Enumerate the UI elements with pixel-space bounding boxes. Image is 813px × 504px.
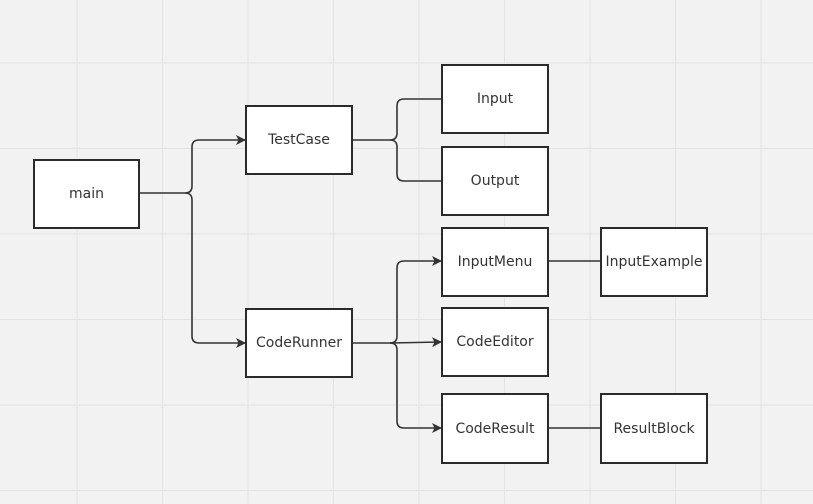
node-inputexample[interactable]: InputExample <box>600 227 708 297</box>
node-main-label: main <box>69 186 104 202</box>
edge-testcase-to-output <box>389 139 441 182</box>
node-coderesult[interactable]: CodeResult <box>441 393 549 464</box>
node-coderesult-label: CodeResult <box>455 420 535 437</box>
edge-testcase-to-input <box>352 98 441 141</box>
node-codeeditor[interactable]: CodeEditor <box>441 307 549 377</box>
edge-coderunner-to-coderesult <box>389 342 442 433</box>
node-input-label: Input <box>476 91 514 107</box>
node-output[interactable]: Output <box>441 146 549 216</box>
node-coderunner[interactable]: CodeRunner <box>245 308 353 378</box>
node-output-label: Output <box>470 173 520 189</box>
node-input[interactable]: Input <box>441 64 549 134</box>
node-inputmenu[interactable]: InputMenu <box>441 227 549 297</box>
node-main[interactable]: main <box>33 159 140 229</box>
node-testcase-label: TestCase <box>268 132 330 148</box>
edge-coderunner-to-codeeditor <box>389 337 442 348</box>
edge-main-to-coderunner <box>184 192 246 348</box>
node-resultblock-label: ResultBlock <box>613 420 695 437</box>
node-inputexample-label: InputExample <box>605 254 703 270</box>
edge-coderunner-to-inputmenu <box>352 256 442 344</box>
node-inputmenu-label: InputMenu <box>457 254 533 270</box>
edge-main-to-testcase <box>139 135 246 194</box>
node-codeeditor-label: CodeEditor <box>456 334 534 350</box>
node-testcase[interactable]: TestCase <box>245 105 353 175</box>
node-coderunner-label: CodeRunner <box>256 335 342 351</box>
node-resultblock[interactable]: ResultBlock <box>600 393 708 464</box>
